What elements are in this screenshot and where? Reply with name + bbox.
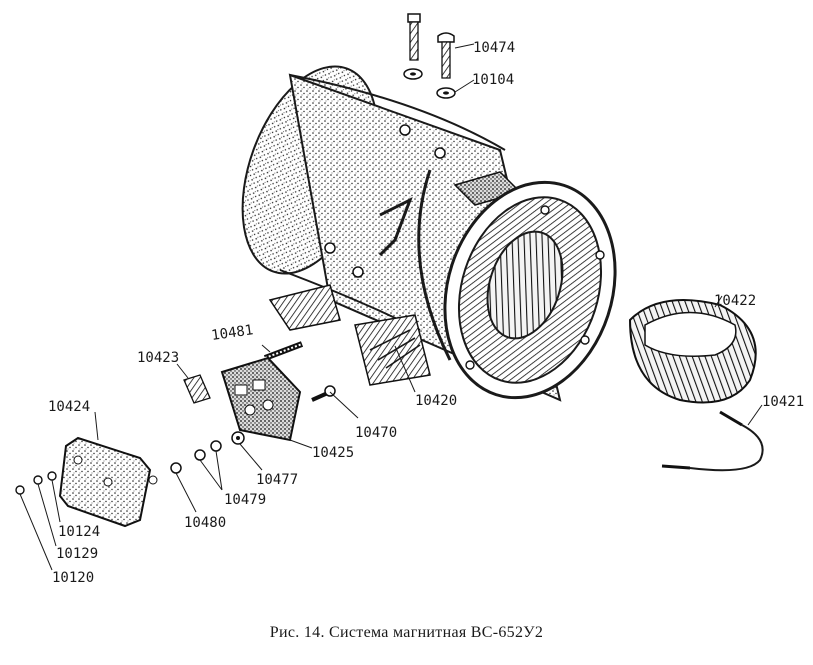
bushing-10423 [176, 363, 211, 404]
box-cover-10424 [58, 411, 158, 528]
label-10424: 10424 [48, 399, 90, 415]
screw-10470 [311, 385, 359, 419]
label-10423: 10423 [137, 350, 179, 366]
label-10422: 10422 [714, 293, 756, 309]
label-10420: 10420 [415, 393, 457, 409]
label-10474: 10474 [473, 40, 515, 56]
terminal-board-10425 [220, 356, 313, 449]
label-10425: 10425 [312, 445, 354, 461]
label-10477: 10477 [256, 472, 298, 488]
label-10479: 10479 [224, 492, 266, 508]
bolt-10474 [407, 13, 475, 79]
label-10129: 10129 [56, 546, 98, 562]
washer-10104 [403, 68, 475, 99]
leader-10420 [394, 345, 416, 393]
nut-10480 [170, 462, 197, 513]
front-flange [443, 180, 617, 400]
figure-caption: Рис. 14. Система магнитная ВС-652У2 [269, 624, 544, 641]
stud-10481 [261, 341, 304, 361]
cover-10422 [628, 295, 757, 404]
washer-10477 [231, 431, 263, 471]
label-10470: 10470 [355, 425, 397, 441]
label-10421: 10421 [762, 394, 804, 410]
label-10124: 10124 [58, 524, 100, 540]
label-10120: 10120 [52, 570, 94, 586]
label-10481: 10481 [210, 322, 254, 344]
fasteners-left [15, 471, 61, 571]
lead-10421 [661, 404, 764, 472]
washers-10479 [194, 440, 223, 491]
label-10104: 10104 [472, 72, 514, 88]
label-10480: 10480 [184, 515, 226, 531]
